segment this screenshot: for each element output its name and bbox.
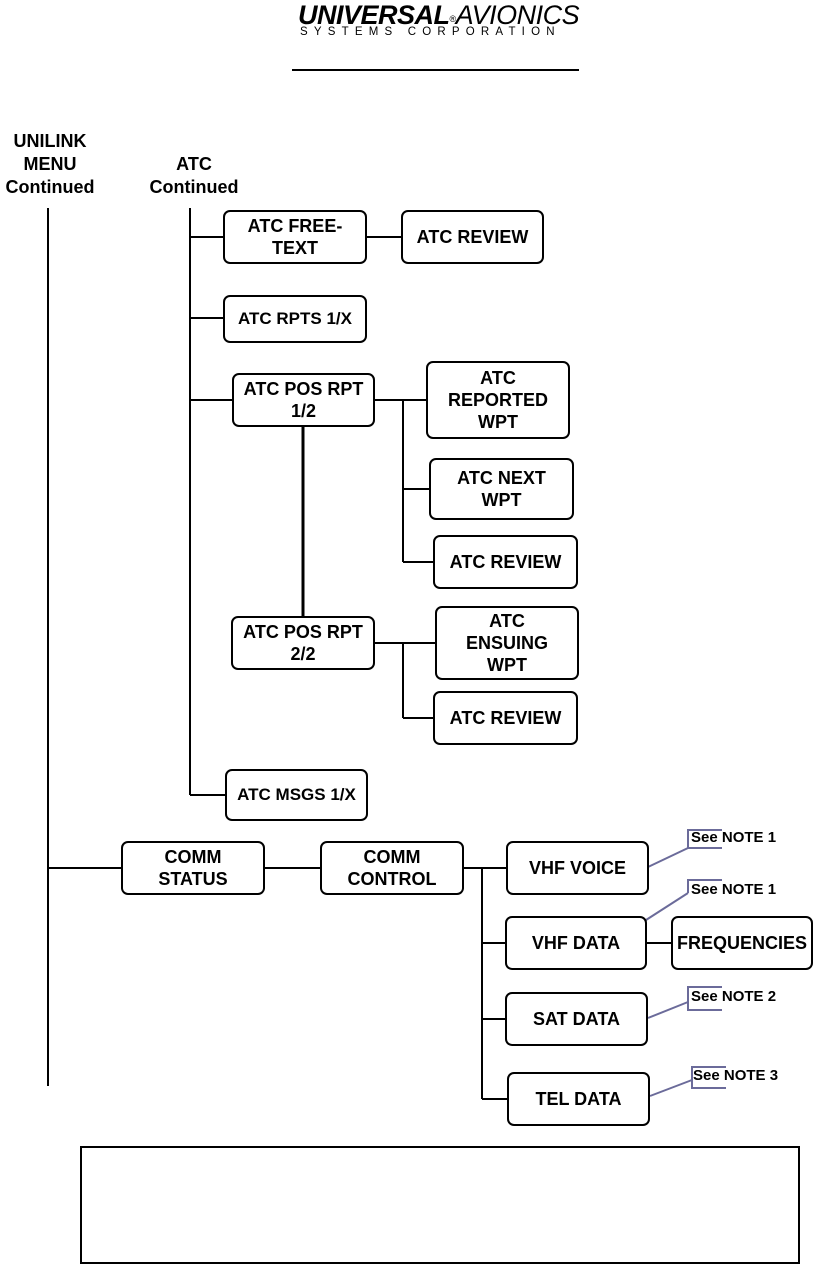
atc-review-box-1: ATC REVIEW — [401, 210, 544, 264]
logo-subtitle: SYSTEMS CORPORATION — [300, 26, 561, 38]
frequencies-box: FREQUENCIES — [671, 916, 813, 970]
atc-free-text-box: ATC FREE- TEXT — [223, 210, 367, 264]
atc-rpts-box: ATC RPTS 1/X — [223, 295, 367, 343]
note-leader-sat-data — [647, 986, 722, 1019]
note-ref-sat-data: See NOTE 2 — [691, 988, 777, 1005]
atc-ensuing-wpt-box: ATC ENSUING WPT — [435, 606, 579, 680]
note-leader-vhf-data — [645, 879, 722, 921]
atc-pos-rpt-1-box: ATC POS RPT 1/2 — [232, 373, 375, 427]
sat-data-box: SAT DATA — [505, 992, 648, 1046]
note-ref-vhf-voice: See NOTE 1 — [691, 829, 777, 846]
atc-pos-rpt-2-box: ATC POS RPT 2/2 — [231, 616, 375, 670]
note-leader-tel-data — [649, 1066, 726, 1097]
comm-control-box: COMM CONTROL — [320, 841, 464, 895]
logo-wordmark: UNIVERSAL®AVIONICS — [298, 0, 580, 30]
header-rule — [292, 69, 579, 71]
notes-box — [80, 1146, 800, 1264]
comm-status-box: COMM STATUS — [121, 841, 265, 895]
atc-continued-title: ATC Continued — [149, 154, 239, 197]
universal-avionics-logo: UNIVERSAL®AVIONICS SYSTEMS CORPORATION — [298, 0, 580, 44]
note-ref-tel-data: See NOTE 3 — [693, 1067, 779, 1084]
atc-review-box-2: ATC REVIEW — [433, 535, 578, 589]
tel-data-box: TEL DATA — [507, 1072, 650, 1126]
atc-review-box-3: ATC REVIEW — [433, 691, 578, 745]
note-leader-vhf-voice — [647, 829, 722, 868]
unilink-menu-title: UNILINK MENU Continued — [5, 131, 95, 197]
note-ref-vhf-data: See NOTE 1 — [691, 881, 777, 898]
atc-msgs-box: ATC MSGS 1/X — [225, 769, 368, 821]
atc-reported-wpt-box: ATC REPORTED WPT — [426, 361, 570, 439]
vhf-data-box: VHF DATA — [505, 916, 647, 970]
atc-next-wpt-box: ATC NEXT WPT — [429, 458, 574, 520]
vhf-voice-box: VHF VOICE — [506, 841, 649, 895]
